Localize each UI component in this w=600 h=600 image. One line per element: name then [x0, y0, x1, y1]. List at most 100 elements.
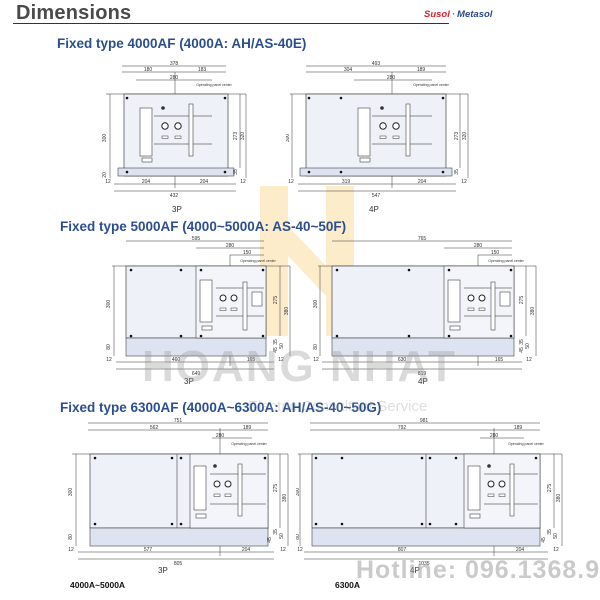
svg-text:12: 12 — [68, 547, 74, 553]
svg-text:280: 280 — [226, 243, 235, 249]
svg-text:275: 275 — [273, 296, 279, 305]
svg-text:12: 12 — [526, 357, 532, 363]
svg-text:45: 45 — [541, 537, 547, 543]
svg-text:50: 50 — [525, 343, 531, 349]
brand-separator: · — [451, 9, 456, 20]
svg-text:280: 280 — [170, 75, 179, 81]
svg-text:380: 380 — [556, 494, 562, 503]
pole-label-4p: 4P — [410, 566, 420, 575]
section-title-5000af: Fixed type 5000AF (4000~5000A: AS-40~50F… — [60, 219, 347, 234]
svg-text:280: 280 — [387, 75, 396, 81]
svg-text:300: 300 — [313, 300, 319, 309]
svg-text:204: 204 — [142, 179, 151, 185]
svg-text:12: 12 — [297, 547, 303, 553]
svg-text:792: 792 — [398, 425, 407, 431]
svg-text:80: 80 — [296, 534, 301, 540]
svg-text:189: 189 — [417, 67, 426, 73]
svg-text:50: 50 — [553, 533, 559, 539]
svg-text:432: 432 — [170, 193, 179, 198]
svg-text:189: 189 — [514, 425, 523, 431]
svg-text:765: 765 — [418, 236, 427, 242]
svg-text:320: 320 — [240, 132, 246, 141]
svg-text:819: 819 — [418, 371, 427, 376]
svg-text:547: 547 — [372, 193, 381, 198]
svg-text:165: 165 — [247, 357, 256, 363]
svg-text:280: 280 — [474, 243, 483, 249]
svg-text:300: 300 — [286, 134, 291, 143]
svg-text:273: 273 — [233, 132, 239, 141]
svg-text:189: 189 — [243, 425, 252, 431]
svg-text:300: 300 — [296, 488, 301, 497]
svg-text:562: 562 — [150, 425, 159, 431]
svg-text:12: 12 — [313, 357, 319, 363]
svg-text:12: 12 — [280, 547, 286, 553]
svg-text:12: 12 — [553, 547, 559, 553]
rating-label-6300a: 6300A — [335, 580, 361, 590]
svg-text:20: 20 — [102, 172, 108, 178]
svg-text:280: 280 — [216, 433, 225, 439]
svg-text:204: 204 — [418, 179, 427, 185]
svg-text:275: 275 — [519, 296, 525, 305]
svg-text:204: 204 — [242, 547, 251, 553]
svg-text:300: 300 — [68, 488, 74, 497]
title-divider — [13, 23, 449, 24]
svg-text:Operating panel center: Operating panel center — [488, 259, 524, 263]
svg-text:50: 50 — [279, 533, 285, 539]
svg-text:183: 183 — [198, 67, 207, 73]
svg-text:35: 35 — [233, 169, 239, 175]
pole-label-3p: 3P — [172, 205, 182, 214]
svg-text:80: 80 — [68, 534, 74, 540]
dim-overall-top: 378 — [170, 61, 179, 67]
pole-label-4p: 4P — [418, 377, 428, 386]
svg-text:165: 165 — [495, 357, 504, 363]
svg-text:35: 35 — [273, 339, 279, 345]
svg-text:150: 150 — [243, 250, 252, 256]
svg-text:180: 180 — [144, 67, 153, 73]
svg-text:304: 304 — [344, 67, 353, 73]
svg-text:Operating panel center: Operating panel center — [413, 83, 449, 87]
svg-text:807: 807 — [398, 547, 407, 553]
brand-metasol: Metasol — [457, 9, 493, 20]
svg-text:12: 12 — [288, 179, 294, 185]
svg-text:12: 12 — [106, 357, 112, 363]
svg-text:204: 204 — [200, 179, 209, 185]
svg-text:300: 300 — [102, 134, 108, 143]
drawing-4000af-4p: 493 304 189 280 Operating panel center 3… — [286, 58, 486, 198]
drawing-5000af-3p: 595 280 150 Operating panel center 460 1… — [100, 236, 300, 376]
svg-text:12: 12 — [278, 357, 284, 363]
drawing-5000af-4p: 765 280 150 Operating panel center 630 1… — [312, 236, 542, 376]
svg-text:Operating panel center: Operating panel center — [508, 442, 544, 446]
svg-text:Operating panel center: Operating panel center — [231, 442, 267, 446]
svg-text:45: 45 — [519, 347, 525, 353]
svg-text:630: 630 — [398, 357, 407, 363]
svg-text:35: 35 — [519, 339, 525, 345]
svg-text:275: 275 — [273, 484, 279, 493]
rating-label-4000-5000a: 4000A~5000A — [70, 580, 126, 590]
svg-text:300: 300 — [106, 300, 112, 309]
svg-text:12: 12 — [461, 179, 467, 185]
svg-text:649: 649 — [192, 371, 201, 376]
drawing-6300af-4p: 981 792 189 280 Operating panel center 8… — [296, 418, 566, 568]
svg-text:319: 319 — [342, 179, 351, 185]
svg-text:1035: 1035 — [418, 561, 429, 567]
brand-susol: Susol — [424, 9, 450, 20]
svg-text:35: 35 — [547, 529, 553, 535]
drawing-4000af-3p: 378 180 183 280 Operating panel center 2… — [96, 58, 296, 198]
svg-text:150: 150 — [491, 250, 500, 256]
svg-text:273: 273 — [454, 132, 460, 141]
svg-text:981: 981 — [420, 418, 429, 424]
section-title-6300af: Fixed type 6300AF (4000A~6300A: AH/AS-40… — [60, 400, 382, 415]
section-title-4000af: Fixed type 4000AF (4000A: AH/AS-40E) — [57, 36, 307, 51]
svg-text:Operating panel center: Operating panel center — [240, 259, 276, 263]
svg-text:805: 805 — [174, 561, 183, 567]
svg-text:35: 35 — [454, 169, 460, 175]
svg-text:380: 380 — [284, 307, 290, 316]
svg-text:Operating panel center: Operating panel center — [196, 83, 232, 87]
svg-text:577: 577 — [144, 547, 153, 553]
svg-text:751: 751 — [174, 418, 183, 424]
svg-text:80: 80 — [106, 344, 112, 350]
svg-text:204: 204 — [516, 547, 525, 553]
pole-label-3p: 3P — [158, 566, 168, 575]
svg-text:380: 380 — [282, 494, 288, 503]
svg-text:45: 45 — [273, 347, 279, 353]
